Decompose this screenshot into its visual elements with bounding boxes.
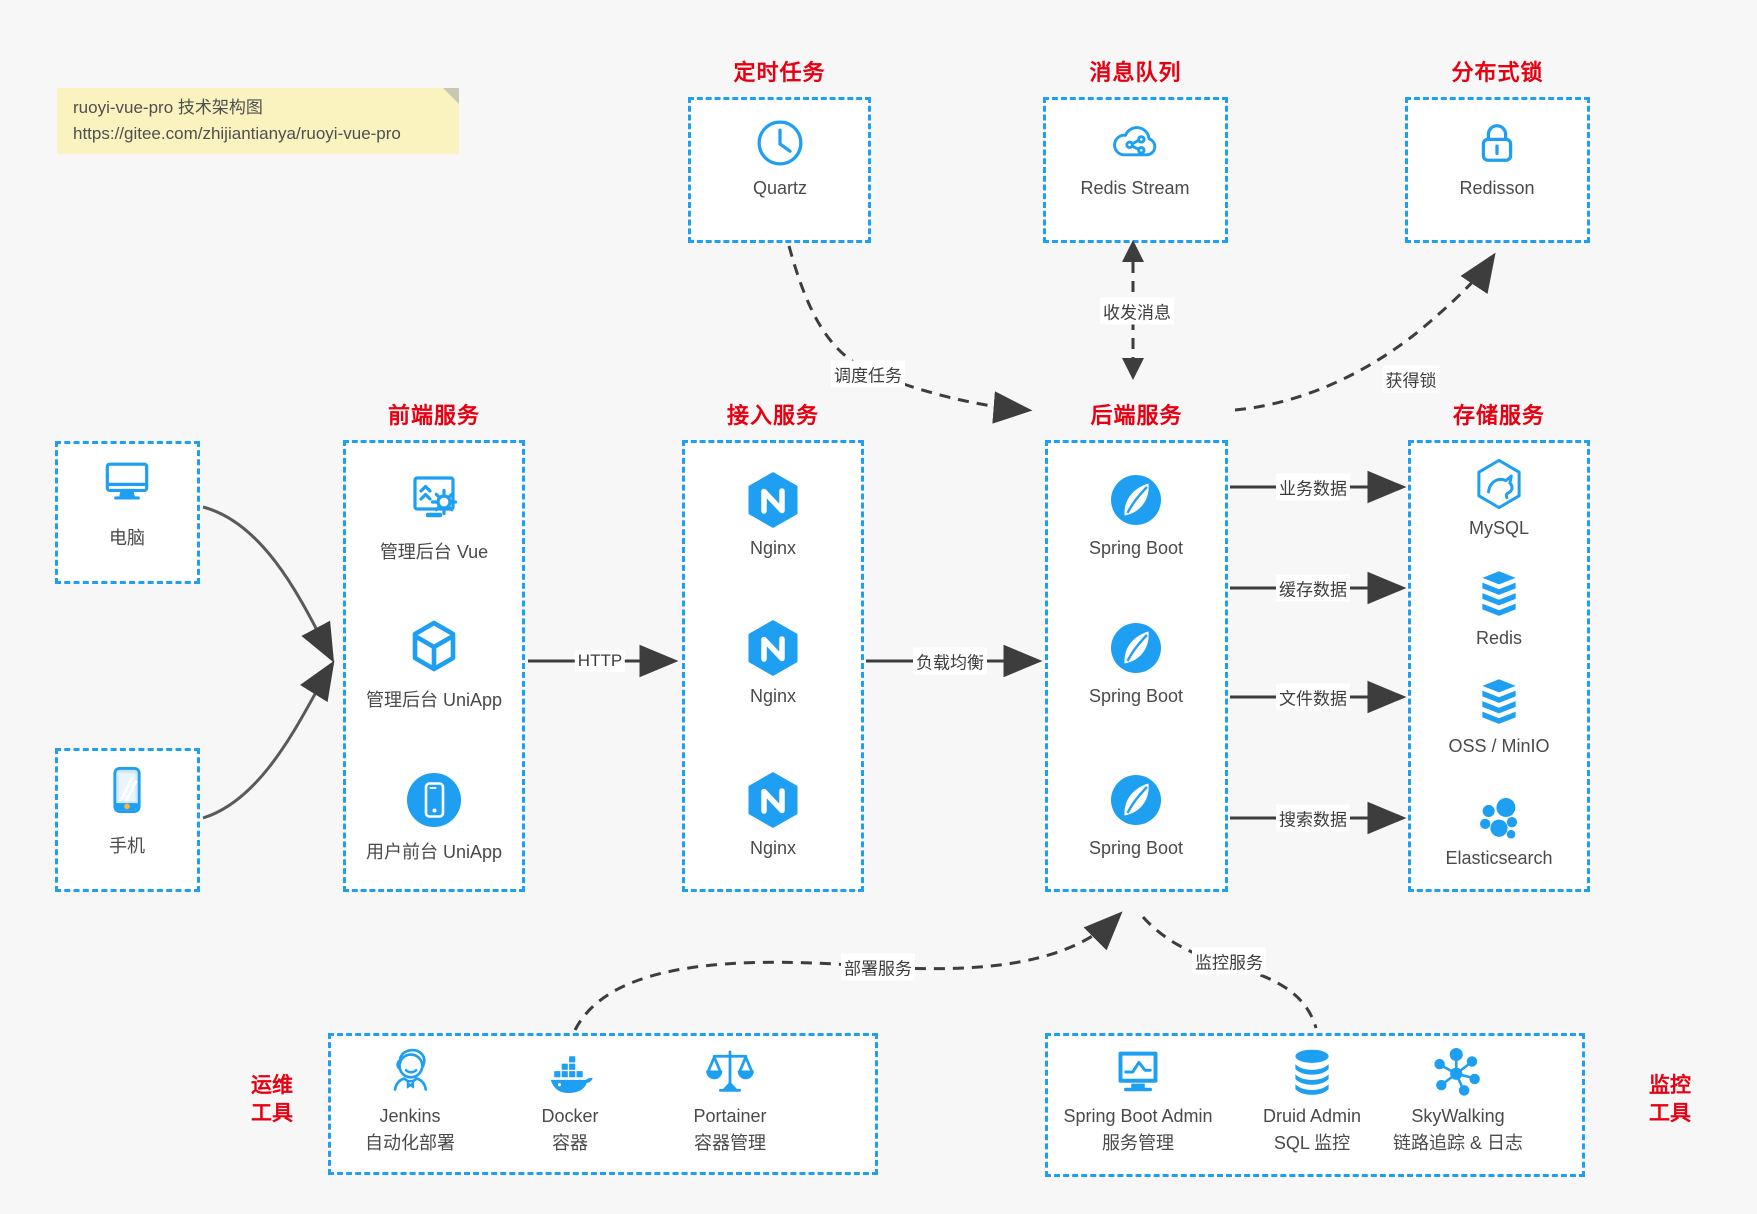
node-redisson: Redisson bbox=[1412, 114, 1582, 199]
lock-icon bbox=[1468, 114, 1526, 172]
node-docker: Docker 容器 bbox=[485, 1044, 655, 1155]
edge-computer-to-frontend bbox=[202, 505, 335, 663]
storage-title: 存储服务 bbox=[1452, 403, 1545, 428]
distributed-lock-box bbox=[1405, 97, 1590, 243]
database-icon bbox=[1284, 1044, 1340, 1100]
backend-title: 后端服务 bbox=[1090, 403, 1183, 428]
spring-icon bbox=[1104, 468, 1168, 532]
scheduled-jobs-title: 定时任务 bbox=[733, 60, 826, 85]
nginx-icon bbox=[741, 616, 805, 680]
frontend-title: 前端服务 bbox=[387, 403, 480, 428]
docker-whale-icon bbox=[542, 1044, 598, 1100]
edge-acquire-lock-curve bbox=[1234, 252, 1496, 412]
gateway-title: 接入服务 bbox=[726, 403, 819, 428]
node-skywalking: SkyWalking 链路追踪 & 日志 bbox=[1363, 1044, 1553, 1155]
node-nginx-3: Nginx bbox=[688, 768, 858, 859]
node-nginx-2: Nginx bbox=[688, 616, 858, 707]
topology-icon bbox=[1430, 1044, 1486, 1100]
node-phone: 手机 bbox=[42, 760, 212, 858]
distributed-lock-title: 分布式锁 bbox=[1451, 60, 1544, 85]
nginx-icon bbox=[741, 468, 805, 532]
node-redis-stream: Redis Stream bbox=[1050, 114, 1220, 199]
node-druid-admin: Druid Admin SQL 监控 bbox=[1217, 1044, 1407, 1155]
edge-schedule-task-curve bbox=[787, 245, 1033, 424]
redis-stack-icon bbox=[1471, 566, 1527, 622]
jenkins-icon bbox=[382, 1044, 438, 1100]
deploy-service-label: 部署服务 bbox=[841, 953, 915, 981]
arrowhead-up-icon bbox=[1122, 240, 1144, 262]
cloud-network-icon bbox=[1106, 114, 1164, 172]
node-mysql: MySQL bbox=[1414, 456, 1584, 539]
phone-box bbox=[55, 748, 200, 892]
nginx-icon bbox=[741, 768, 805, 832]
sticky-note: ruoyi-vue-pro 技术架构图 https://gitee.com/zh… bbox=[57, 88, 459, 154]
node-admin-vue: 管理后台 Vue bbox=[349, 468, 519, 564]
node-quartz: Quartz bbox=[695, 114, 865, 199]
computer-box bbox=[55, 441, 200, 584]
note-title: ruoyi-vue-pro 技术架构图 bbox=[73, 98, 263, 117]
monitor-service-label: 监控服务 bbox=[1192, 947, 1266, 975]
node-oss-minio: OSS / MinIO bbox=[1414, 674, 1584, 757]
node-user-uniapp: 用户前台 UniApp bbox=[349, 768, 519, 864]
node-redis: Redis bbox=[1414, 566, 1584, 649]
node-jenkins: Jenkins 自动化部署 bbox=[325, 1044, 495, 1155]
ops-tools-box bbox=[328, 1033, 878, 1175]
message-queue-box bbox=[1043, 97, 1228, 243]
admin-monitor-gear-icon bbox=[402, 468, 466, 532]
node-elasticsearch: Elasticsearch bbox=[1414, 792, 1584, 869]
mysql-icon bbox=[1471, 456, 1527, 512]
node-nginx-1: Nginx bbox=[688, 468, 858, 559]
acquire-lock-label: 获得锁 bbox=[1382, 365, 1440, 393]
send-receive-msg-label: 收发消息 bbox=[1100, 297, 1174, 325]
monitor-tools-side-label: 监控 工具 bbox=[1649, 1074, 1691, 1125]
redis-stack-icon bbox=[1471, 674, 1527, 730]
node-spring-boot-3: Spring Boot bbox=[1051, 768, 1221, 859]
business-data-label: 业务数据 bbox=[1276, 473, 1350, 501]
mobile-circle-icon bbox=[402, 768, 466, 832]
spring-icon bbox=[1104, 616, 1168, 680]
spring-icon bbox=[1104, 768, 1168, 832]
node-spring-boot-admin: Spring Boot Admin 服务管理 bbox=[1043, 1044, 1233, 1155]
file-data-label: 文件数据 bbox=[1276, 683, 1350, 711]
schedule-task-label: 调度任务 bbox=[831, 360, 905, 388]
ops-tools-side-label: 运维 工具 bbox=[251, 1074, 293, 1125]
monitor-chart-icon bbox=[1110, 1044, 1166, 1100]
node-spring-boot-1: Spring Boot bbox=[1051, 468, 1221, 559]
message-queue-title: 消息队列 bbox=[1089, 60, 1182, 85]
http-label: HTTP bbox=[574, 650, 626, 672]
cube-icon bbox=[402, 616, 466, 680]
desktop-icon bbox=[97, 452, 157, 512]
scales-icon bbox=[702, 1044, 758, 1100]
storage-box bbox=[1408, 440, 1590, 892]
clock-icon bbox=[751, 114, 809, 172]
node-spring-boot-2: Spring Boot bbox=[1051, 616, 1221, 707]
smartphone-icon bbox=[97, 760, 157, 820]
node-portainer: Portainer 容器管理 bbox=[645, 1044, 815, 1155]
cache-data-label: 缓存数据 bbox=[1276, 574, 1350, 602]
node-admin-uniapp: 管理后台 UniApp bbox=[349, 616, 519, 712]
arrowhead-down-icon bbox=[1122, 358, 1144, 380]
note-url: https://gitee.com/zhijiantianya/ruoyi-vu… bbox=[73, 124, 401, 143]
elasticsearch-icon bbox=[1471, 792, 1527, 842]
node-computer: 电脑 bbox=[42, 452, 212, 550]
search-data-label: 搜索数据 bbox=[1276, 804, 1350, 832]
edge-phone-to-frontend bbox=[202, 660, 335, 820]
load-balance-label: 负载均衡 bbox=[913, 647, 987, 675]
